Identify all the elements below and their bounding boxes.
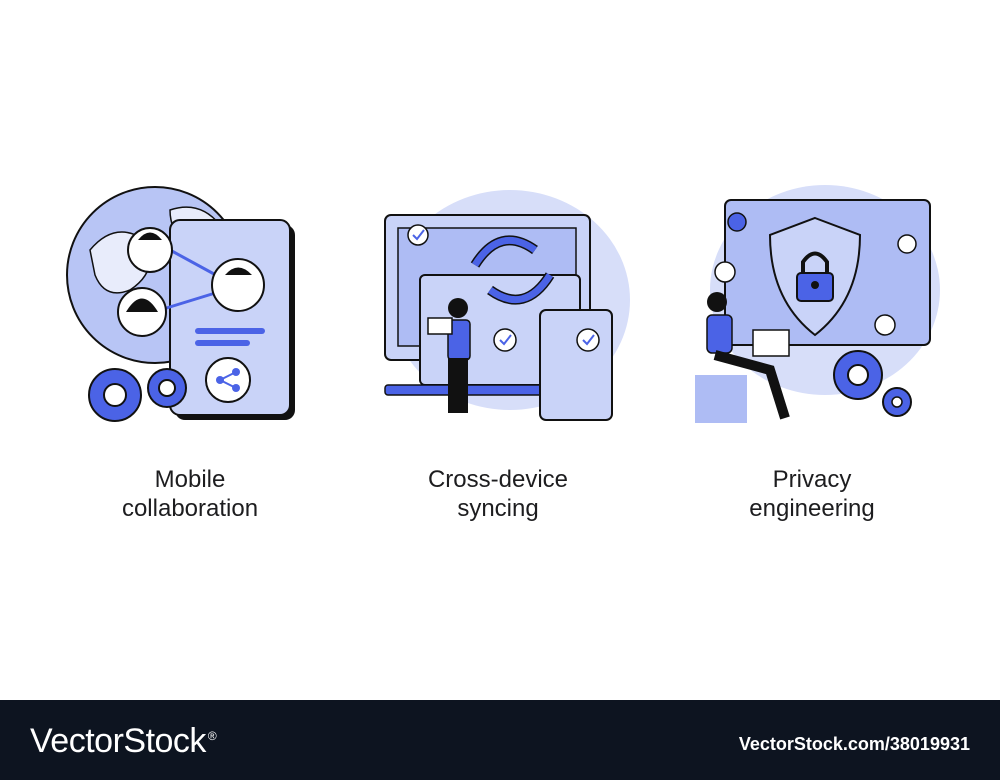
caption-mobile-collaboration: Mobile collaboration <box>40 465 340 523</box>
avatar <box>117 227 265 337</box>
registered-mark: ® <box>207 728 217 743</box>
privacy-engineering-illustration <box>685 180 945 430</box>
gear-icon <box>833 350 912 417</box>
caption-line: Mobile <box>154 466 226 493</box>
caption-line: syncing <box>457 495 539 522</box>
brand-logo: VectorStock® <box>30 722 217 761</box>
person-figure <box>695 292 790 423</box>
caption-line: collaboration <box>121 495 259 522</box>
caption-line: Cross-device <box>427 466 569 493</box>
image-id: VectorStock.com/38019931 <box>738 734 970 754</box>
lock-icon <box>796 251 834 302</box>
caption-line: engineering <box>749 495 875 522</box>
cross-device-syncing-illustration <box>370 180 630 430</box>
sync-arrows-icon <box>470 235 555 305</box>
mobile-collaboration-illustration <box>60 180 320 430</box>
watermark-footer: VectorStock® VectorStock.com/38019931 <box>0 700 1000 780</box>
tablet-icon <box>539 309 613 421</box>
caption-line: Privacy <box>772 466 852 493</box>
caption-privacy-engineering: Privacy engineering <box>662 465 962 523</box>
brand-name: VectorStock <box>30 722 206 760</box>
person-figure <box>427 298 471 413</box>
gear-icon <box>88 368 187 422</box>
phone-icon <box>169 219 295 420</box>
caption-cross-device-syncing: Cross-device syncing <box>348 465 648 523</box>
